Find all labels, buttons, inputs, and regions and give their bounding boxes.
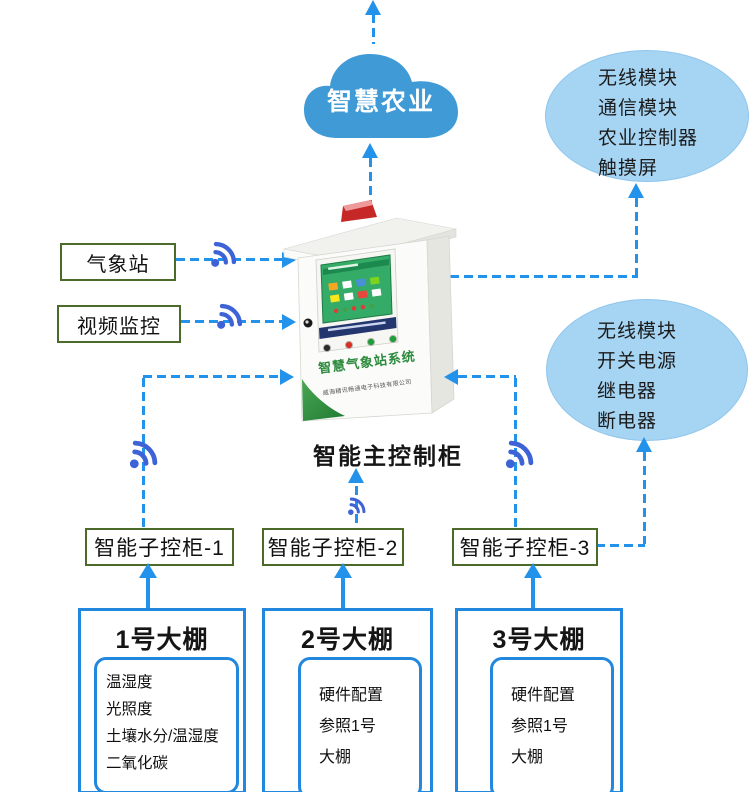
greenhouse-3: 3号大棚 硬件配置 参照1号 大棚 xyxy=(455,608,623,792)
sensor-item: 光照度 xyxy=(106,701,153,718)
greenhouse-3-config: 硬件配置 参照1号 大棚 xyxy=(490,657,614,792)
arrow-stem xyxy=(146,576,150,608)
bubble-sub-cabinet-modules: 无线模块 开关电源 继电器 断电器 xyxy=(546,299,748,441)
arrow-stem xyxy=(531,576,535,608)
video-monitor-box: 视频监控 xyxy=(57,305,181,343)
video-monitor-label: 视频监控 xyxy=(77,315,161,338)
panel-brand-text-strip xyxy=(327,321,386,332)
main-cabinet-device: 智慧气象站系统 威海精讯畅通电子科技有限公司 xyxy=(283,200,457,422)
sub-cabinet-3-box: 智能子控柜-3 xyxy=(452,528,598,566)
flow-line-sub3-h xyxy=(458,375,516,378)
arrowhead-up-icon xyxy=(348,468,364,483)
arrowhead-up-icon xyxy=(334,563,352,578)
arrowhead-up-icon xyxy=(139,563,157,578)
alarm-light-icon xyxy=(341,200,377,222)
flow-line-cabinet-to-bubble1-v xyxy=(635,198,638,277)
greenhouse-1-sensors: 温湿度 光照度 土壤水分/温湿度 二氧化碳 xyxy=(94,657,239,792)
config-line: 参照1号 xyxy=(319,718,376,735)
flow-line-sub1-h xyxy=(143,375,280,378)
flow-line-cloud-to-internet xyxy=(372,14,375,44)
cabinet-side xyxy=(426,235,455,414)
greenhouse-2: 2号大棚 硬件配置 参照1号 大棚 xyxy=(262,608,433,792)
bubble-line: 继电器 xyxy=(597,381,658,402)
arrowhead-up-icon xyxy=(524,563,542,578)
bubble-line: 农业控制器 xyxy=(598,128,699,149)
arrowhead-right-icon xyxy=(282,314,296,330)
indicator-lights xyxy=(322,334,398,353)
flow-line-cabinet-to-bubble1-h xyxy=(450,275,638,278)
cloud-label: 智慧农业 xyxy=(326,88,435,116)
config-line: 硬件配置 xyxy=(511,687,576,704)
wifi-icon xyxy=(337,486,377,526)
bubble-line: 开关电源 xyxy=(597,351,678,372)
greenhouse-2-title: 2号大棚 xyxy=(301,626,394,654)
wifi-icon xyxy=(113,423,175,485)
weather-station-box: 气象站 xyxy=(60,243,176,281)
sub-cabinet-3-label: 智能子控柜-3 xyxy=(459,537,591,560)
main-cabinet-caption: 智能主控制柜 xyxy=(313,443,463,469)
flow-line-sub3-to-bubble2-v xyxy=(643,452,646,544)
arrow-stem xyxy=(341,576,345,608)
bubble-line: 无线模块 xyxy=(597,321,678,342)
greenhouse-3-title: 3号大棚 xyxy=(492,626,586,654)
arrowhead-right-icon xyxy=(280,369,294,385)
bubble-main-cabinet-modules: 无线模块 通信模块 农业控制器 触摸屏 xyxy=(545,50,749,182)
greenhouse-2-config: 硬件配置 参照1号 大棚 xyxy=(298,657,422,792)
config-line: 大棚 xyxy=(319,749,352,766)
cloud-smart-agriculture: 智慧农业 xyxy=(298,40,464,152)
arrowhead-up-icon xyxy=(628,183,644,198)
flow-line-weather-to-cabinet xyxy=(176,258,282,261)
arrowhead-up-icon xyxy=(636,437,652,452)
bubble-line: 无线模块 xyxy=(598,68,679,89)
arrowhead-up-icon xyxy=(362,143,378,158)
wifi-icon xyxy=(489,423,551,485)
bubble-line: 通信模块 xyxy=(598,98,679,119)
greenhouse-1-title: 1号大棚 xyxy=(115,626,209,654)
cloud-icon xyxy=(304,54,458,138)
config-line: 大棚 xyxy=(511,749,544,766)
cabinet-screen xyxy=(320,254,393,324)
sub-cabinet-2-box: 智能子控柜-2 xyxy=(262,528,404,566)
greenhouse-1: 1号大棚 温湿度 光照度 土壤水分/温湿度 二氧化碳 xyxy=(78,608,246,792)
sub-cabinet-2-label: 智能子控柜-2 xyxy=(267,537,399,560)
sub-cabinet-1-label: 智能子控柜-1 xyxy=(94,537,225,560)
arrowhead-left-icon xyxy=(444,369,458,385)
wifi-icon xyxy=(196,226,253,283)
sensor-item: 温湿度 xyxy=(106,674,153,691)
wifi-icon xyxy=(202,288,259,345)
bubble-line: 断电器 xyxy=(597,411,658,432)
config-line: 硬件配置 xyxy=(319,687,384,704)
sensor-item: 二氧化碳 xyxy=(106,755,169,772)
cabinet-corner-decor xyxy=(302,379,345,421)
config-line: 参照1号 xyxy=(511,718,568,735)
bubble-line: 触摸屏 xyxy=(598,158,659,179)
sub-cabinet-1-box: 智能子控柜-1 xyxy=(85,528,234,566)
keyhole-icon xyxy=(303,318,313,328)
arrowhead-up-icon xyxy=(365,0,381,15)
flow-line-sub3-to-bubble2-h xyxy=(596,544,645,547)
flow-line-cabinet-to-cloud xyxy=(369,158,372,213)
weather-station-label: 气象站 xyxy=(86,253,150,276)
sensor-item: 土壤水分/温湿度 xyxy=(106,728,219,745)
